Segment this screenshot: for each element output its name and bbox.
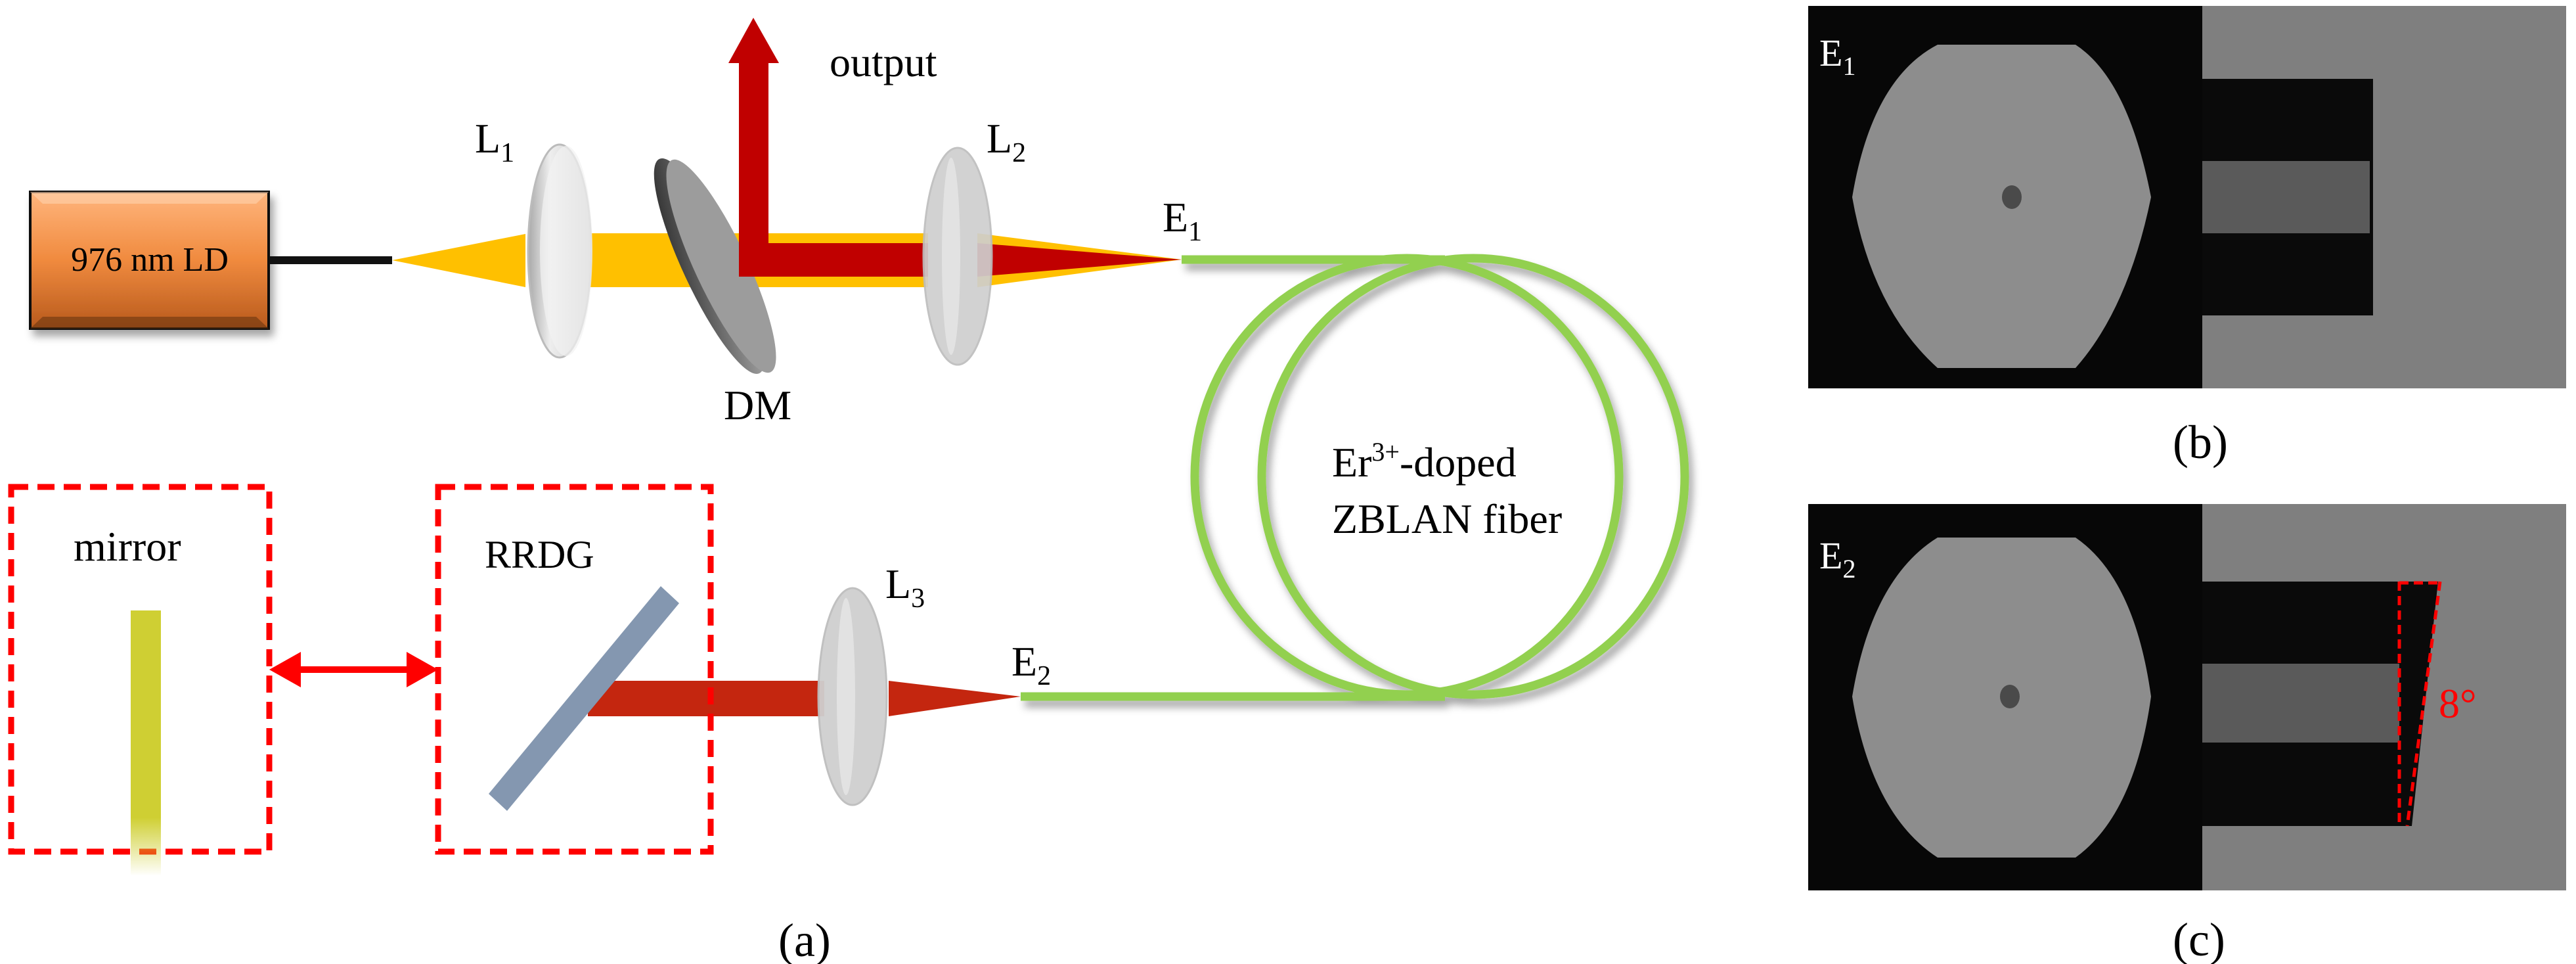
mirror-label: mirror — [74, 523, 181, 570]
lens-l1 — [527, 143, 592, 359]
grating-dashed-box — [435, 484, 714, 855]
angle-indicator — [2397, 581, 2442, 827]
return-collimated-beam — [588, 681, 824, 716]
fiber-label-line1: Er3+-doped — [1332, 437, 1517, 486]
laser-diode-label: 976 nm LD — [71, 241, 229, 279]
output-label: output — [830, 39, 937, 85]
panel-b-caption: (b) — [2173, 416, 2228, 469]
e2-fiber-core — [2000, 685, 2020, 708]
lens-l2-label: L2 — [987, 115, 1026, 168]
lens-l3-label: L3 — [885, 561, 925, 614]
e1-fiber-core-side — [2202, 161, 2370, 233]
fiber-label-line2: ZBLAN fiber — [1332, 495, 1562, 542]
rrdg-grating — [489, 586, 679, 811]
panel-a: 976 nm LD L1 DM output — [8, 18, 1689, 964]
output-arrow — [728, 18, 779, 277]
laser-diode — [29, 191, 270, 330]
panel-a-caption: (a) — [778, 914, 831, 964]
lens-l1-label: L1 — [475, 115, 514, 168]
signal-beam — [757, 243, 928, 277]
return-focused-beam — [889, 681, 1021, 716]
dichroic-mirror — [654, 158, 776, 375]
panel-c-caption: (c) — [2173, 913, 2225, 964]
fiber-end-e1-label: E1 — [1163, 194, 1202, 247]
panel-b: E1 (b) — [1808, 6, 2566, 469]
e1-image-label: E1 — [1819, 32, 1855, 81]
end-mirror — [131, 610, 161, 876]
e1-fiber-core — [2002, 185, 2022, 209]
panel-c: 8° E2 (c) — [1808, 504, 2566, 964]
e2-image-label: E2 — [1819, 534, 1855, 584]
pump-divergent-beam — [392, 234, 525, 287]
rrdg-label: RRDG — [485, 533, 594, 576]
dichroic-mirror-label: DM — [724, 382, 791, 428]
e1-fiber-endface — [1852, 45, 2151, 368]
interchange-arrow — [269, 652, 438, 687]
angle-label: 8° — [2439, 680, 2477, 727]
er-doped-zblan-fiber — [1021, 254, 1689, 701]
signal-focused-beam — [977, 243, 1182, 277]
fiber-end-e2-label: E2 — [1011, 638, 1051, 691]
lens-l2 — [922, 147, 993, 366]
e2-fiber-core-side — [2202, 664, 2399, 743]
lens-l3 — [817, 587, 888, 806]
